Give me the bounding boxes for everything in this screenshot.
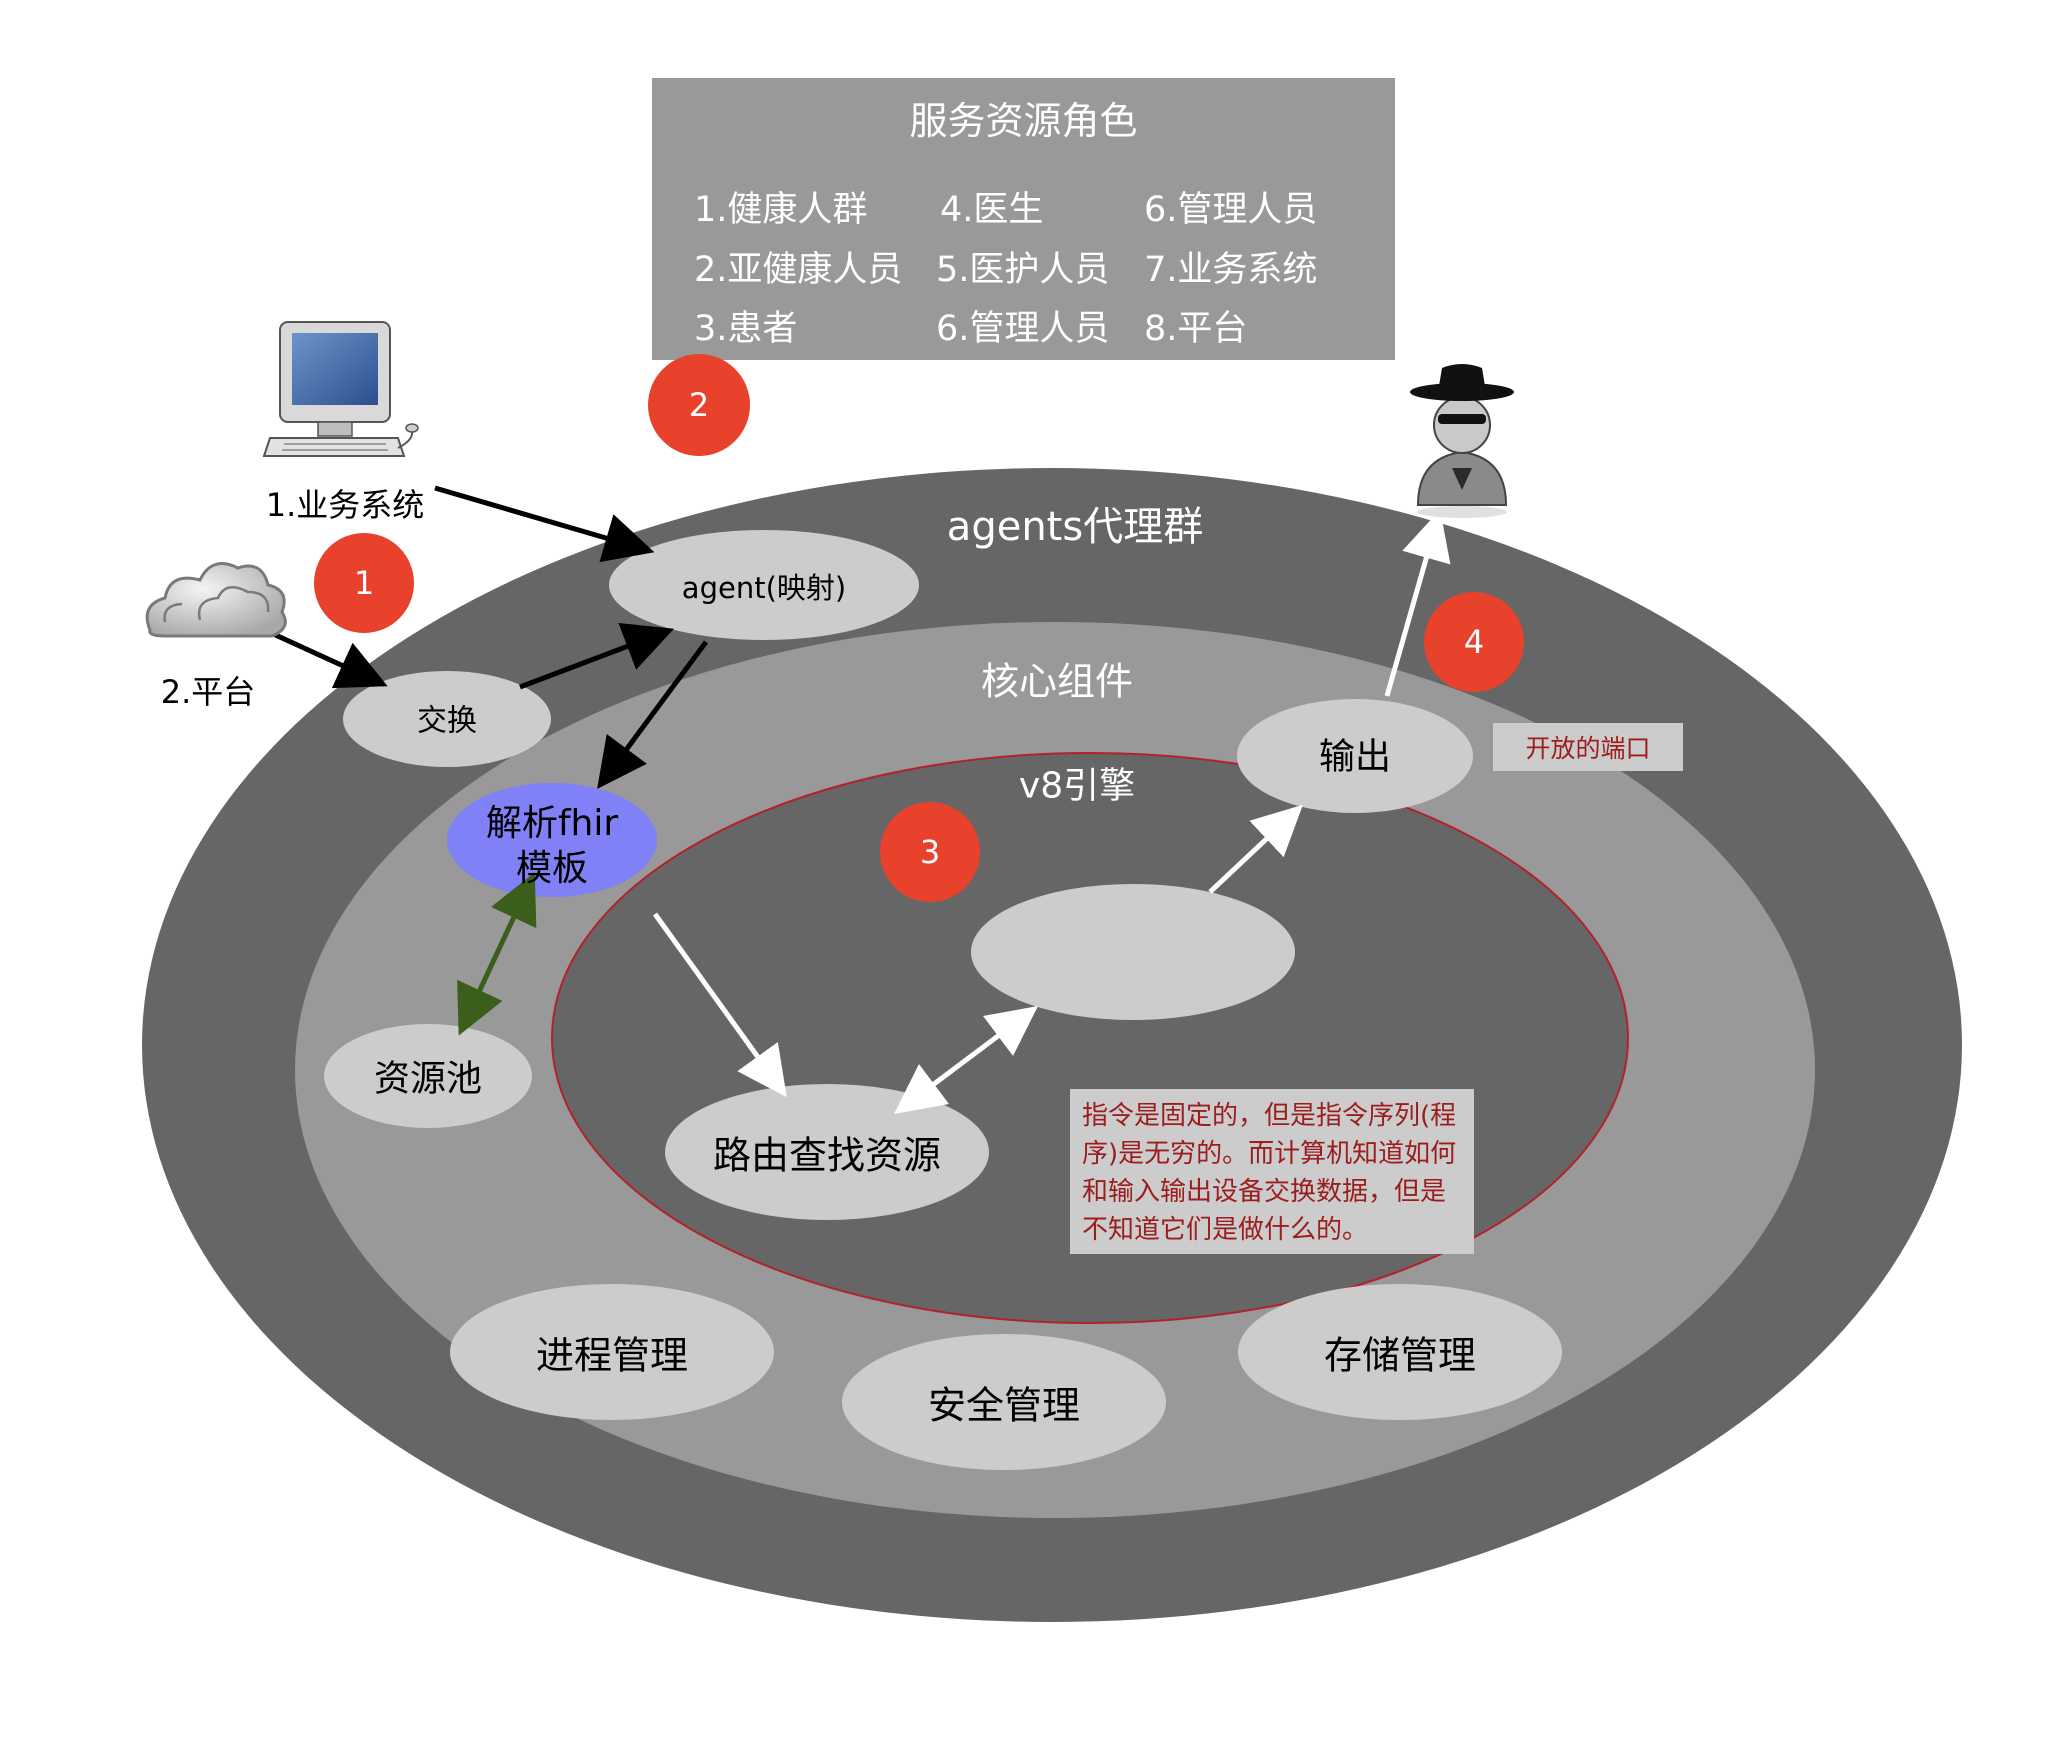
arrow-agent-to-fhir	[597, 640, 709, 790]
process-mgmt-node-shape	[450, 1284, 774, 1420]
role-item: 3.患者	[694, 309, 798, 349]
step-badge-3: 3	[880, 802, 980, 902]
arrow-fhir-to-router	[652, 912, 787, 1098]
router-node-shape	[665, 1084, 989, 1220]
parse-fhir-node-shape	[447, 783, 657, 897]
arrow-platform-to-exchange	[256, 624, 388, 689]
role-item: 6.管理人员	[936, 309, 1110, 349]
cloud-icon	[145, 562, 287, 638]
router-node-label: 路由查找资源	[712, 1133, 942, 1178]
parse-fhir-node-label: 解析fhir 模板	[486, 801, 618, 891]
process-mgmt-node-label: 进程管理	[535, 1333, 689, 1378]
step-badge-1: 1	[314, 533, 414, 633]
role-item: 6.管理人员	[1144, 190, 1318, 230]
security-mgmt-node-label: 安全管理	[927, 1383, 1081, 1428]
spy-icon	[1410, 364, 1514, 518]
role-item: 8.平台	[1144, 309, 1248, 349]
arrow-blank-to-output	[1208, 804, 1303, 894]
platform-label: 2.平台	[160, 673, 256, 711]
open-port-tag: 开放的端口	[1493, 723, 1683, 771]
v8-ring-label: v8引擎	[1018, 765, 1136, 807]
resource-pool-node-label: 资源池	[373, 1058, 483, 1100]
arrow-fhir-pool-bidirectional	[457, 872, 537, 1036]
computer-icon	[262, 321, 419, 457]
role-item: 2.亚健康人员	[694, 250, 903, 290]
exchange-node-label: 交换	[417, 703, 477, 739]
agents-ring-label: agents代理群	[946, 504, 1204, 550]
agent-node-shape	[609, 530, 919, 640]
roles-title: 服务资源角色	[909, 99, 1138, 143]
output-node-label: 输出	[1318, 736, 1392, 778]
arrow-router-blank-bidirectional	[894, 1006, 1038, 1114]
arrow-output-to-spy	[1384, 509, 1451, 697]
role-item: 1.健康人群	[694, 190, 868, 230]
parse-fhir-line2: 模板	[515, 848, 589, 889]
business-system-label: 1.业务系统	[265, 486, 425, 524]
storage-mgmt-node-shape	[1238, 1284, 1562, 1420]
instruction-note: 指令是固定的，但是指令序列(程序)是无穷的。而计算机知道如何和输入输出设备交换数…	[1070, 1089, 1474, 1254]
output-node-shape	[1237, 699, 1473, 813]
storage-mgmt-node-label: 存储管理	[1323, 1333, 1477, 1378]
resource-pool-node-shape	[324, 1024, 532, 1128]
blank-node-shape	[971, 884, 1295, 1020]
arrow-business-to-agent	[434, 485, 655, 563]
parse-fhir-line1: 解析fhir	[485, 803, 619, 844]
roles-panel: 服务资源角色 1.健康人群 4.医生 6.管理人员 2.亚健康人员 5.医护人员…	[652, 78, 1395, 360]
role-item: 4.医生	[940, 190, 1044, 230]
step-badge-2: 2	[648, 354, 750, 456]
role-item: 5.医护人员	[936, 250, 1110, 290]
step-badge-4: 4	[1424, 592, 1524, 692]
agent-node-label: agent(映射)	[681, 570, 847, 605]
security-mgmt-node-shape	[842, 1334, 1166, 1470]
core-ring-label: 核心组件	[980, 659, 1134, 704]
arrow-exchange-to-agent	[519, 623, 675, 690]
role-item: 7.业务系统	[1144, 250, 1318, 290]
exchange-node-shape	[343, 671, 551, 767]
